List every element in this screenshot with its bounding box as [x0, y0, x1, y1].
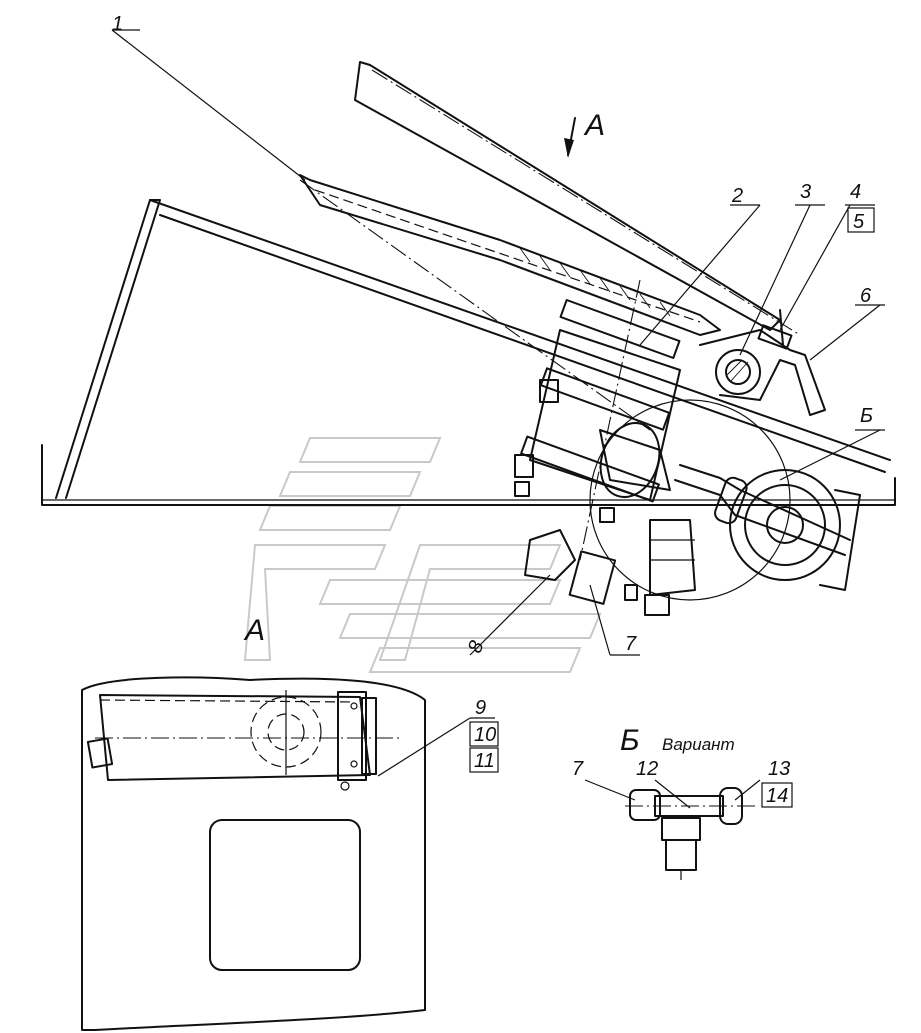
part-label-7: 7: [625, 633, 637, 655]
part-label-7b: 7: [572, 758, 584, 780]
main-frame: [41, 199, 896, 506]
view-a-title: А: [243, 614, 265, 647]
part-label-10: 10: [474, 724, 496, 746]
part-label-13: 13: [768, 758, 790, 780]
view-a-detail: [81, 676, 495, 1031]
reservoir: [589, 399, 861, 601]
part-label-14-box: [761, 782, 793, 808]
part-label-2: 2: [731, 185, 743, 207]
view-b-subtitle: Вариант: [662, 735, 735, 754]
part-label-11-box: [469, 747, 499, 773]
view-a-arrow: [564, 117, 576, 158]
part-label-14: 14: [766, 785, 788, 807]
part-label-1: 1: [112, 13, 123, 35]
part-label-3: 3: [800, 181, 811, 203]
view-b-marker: Б: [860, 405, 873, 427]
part-label-4: 4: [850, 181, 861, 203]
pivot-assembly: [699, 309, 826, 416]
part-label-5: 5: [853, 211, 865, 233]
part-label-11: 11: [474, 750, 495, 772]
pedal-arm: [299, 174, 721, 336]
part-label-12: 12: [636, 758, 658, 780]
leader-lines: [111, 29, 885, 656]
gaz-logo-watermark-icon: [243, 437, 602, 673]
pedal-upper-position: [299, 61, 801, 431]
fittings: [524, 519, 696, 616]
part-label-6: 6: [860, 285, 872, 307]
view-b-title: Б: [620, 724, 640, 757]
view-b-detail: [584, 779, 761, 880]
part-label-9: 9: [475, 697, 486, 719]
part-label-10-box: [469, 721, 499, 747]
pushrod: [674, 464, 851, 556]
part-label-5-box: [847, 207, 875, 233]
valve-body: [514, 279, 681, 561]
view-a-arrow-label: А: [583, 109, 605, 142]
